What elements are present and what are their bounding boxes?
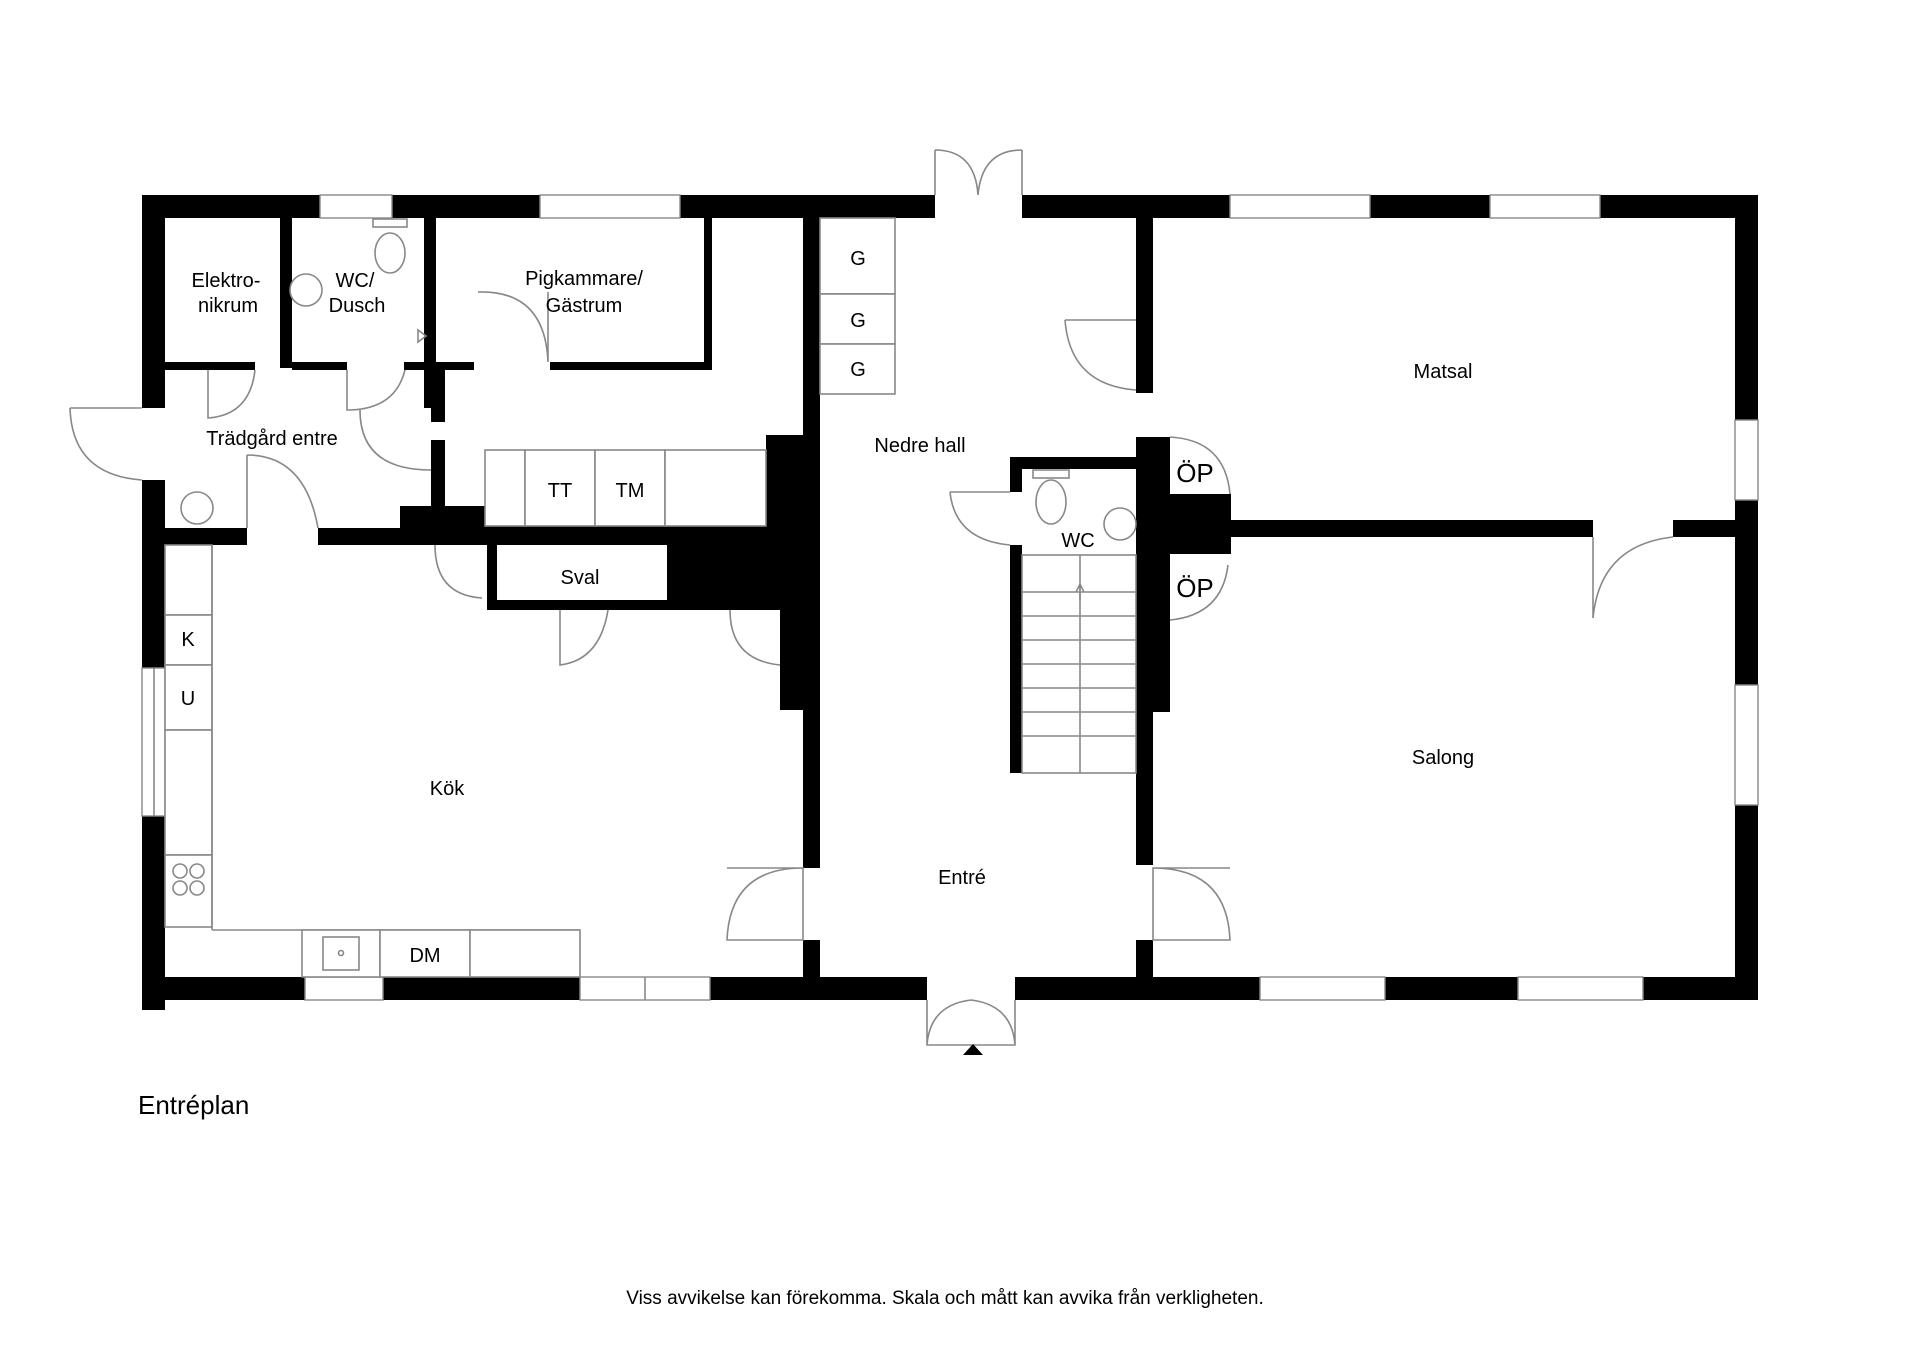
fixture-label-g2: G: [850, 310, 866, 332]
fixture-labels: G G G TT TM K U DM ÖP ÖP: [181, 248, 1214, 967]
room-label-nedre-hall: Nedre hall: [874, 435, 965, 457]
room-label-wc: WC: [1061, 530, 1094, 552]
room-label-wc-dusch-1: WC/: [336, 270, 375, 292]
room-label-salong: Salong: [1412, 747, 1474, 769]
windows: [141, 194, 1759, 1001]
doors: [69, 149, 1674, 1046]
room-label-elektronikrum-1: Elektro-: [192, 270, 261, 292]
disclaimer-text: Viss avvikelse kan förekomma. Skala och …: [626, 1288, 1264, 1309]
room-label-matsal: Matsal: [1414, 361, 1473, 383]
fixture-label-op-top: ÖP: [1176, 458, 1214, 488]
room-labels: Elektro- nikrum WC/ Dusch Pigkammare/ Gä…: [192, 268, 1475, 889]
fixture-label-u: U: [181, 688, 195, 710]
fixture-label-tm: TM: [616, 480, 645, 502]
room-label-kok: Kök: [430, 778, 465, 800]
fixture-label-dm: DM: [409, 945, 440, 967]
fixture-label-tt: TT: [548, 480, 572, 502]
entrance-arrow-icon: [963, 1044, 983, 1055]
room-label-tradgard-entre: Trädgård entre: [206, 428, 338, 450]
room-label-entre: Entré: [938, 867, 986, 889]
room-label-pigkammare-2: Gästrum: [546, 295, 623, 317]
fixture-label-g1: G: [850, 248, 866, 270]
plan-title: Entréplan: [138, 1090, 249, 1120]
fixture-label-op-bottom: ÖP: [1176, 573, 1214, 603]
room-label-elektronikrum-2: nikrum: [198, 295, 258, 317]
fixture-label-g3: G: [850, 359, 866, 381]
room-label-sval: Sval: [561, 567, 600, 589]
room-label-pigkammare-1: Pigkammare/: [525, 268, 643, 290]
room-label-wc-dusch-2: Dusch: [329, 295, 386, 317]
fixtures: [164, 217, 1137, 1055]
fixture-label-k: K: [181, 629, 195, 651]
